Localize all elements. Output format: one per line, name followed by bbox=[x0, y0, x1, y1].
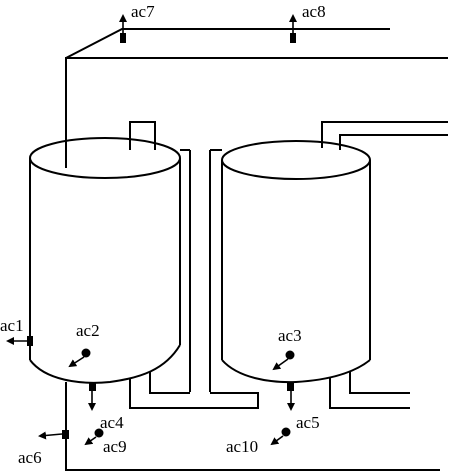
sensor-ac3 bbox=[272, 350, 295, 371]
label-ac9: ac9 bbox=[103, 437, 127, 456]
actuator-ac5 bbox=[287, 383, 295, 411]
label-ac7: ac7 bbox=[131, 2, 155, 21]
sensor-ac10 bbox=[270, 427, 291, 446]
tank-right bbox=[221, 140, 371, 384]
label-ac3: ac3 bbox=[278, 326, 302, 345]
actuator-ac4 bbox=[88, 383, 96, 411]
sensor-ac2 bbox=[68, 348, 91, 368]
right-tank-outlet-pipes bbox=[321, 121, 448, 150]
tank-left bbox=[29, 137, 181, 384]
actuator-ac6 bbox=[38, 430, 69, 440]
transfer-pipe-top bbox=[129, 121, 156, 150]
label-ac1: ac1 bbox=[0, 316, 24, 335]
actuator-ac1 bbox=[6, 336, 33, 346]
label-ac5: ac5 bbox=[296, 413, 320, 432]
inlet-pipe-inner bbox=[65, 28, 390, 59]
middle-channel bbox=[180, 149, 222, 392]
bottom-pipes bbox=[65, 372, 440, 471]
sensor-ac9 bbox=[84, 428, 104, 446]
actuator-ac7 bbox=[119, 14, 127, 43]
label-ac6: ac6 bbox=[18, 448, 42, 467]
label-ac2: ac2 bbox=[76, 321, 100, 340]
label-ac10: ac10 bbox=[226, 437, 258, 456]
label-ac4: ac4 bbox=[100, 413, 124, 432]
label-ac8: ac8 bbox=[302, 2, 326, 21]
actuator-ac8 bbox=[289, 14, 297, 43]
inlet-pipe-outer bbox=[65, 57, 448, 168]
